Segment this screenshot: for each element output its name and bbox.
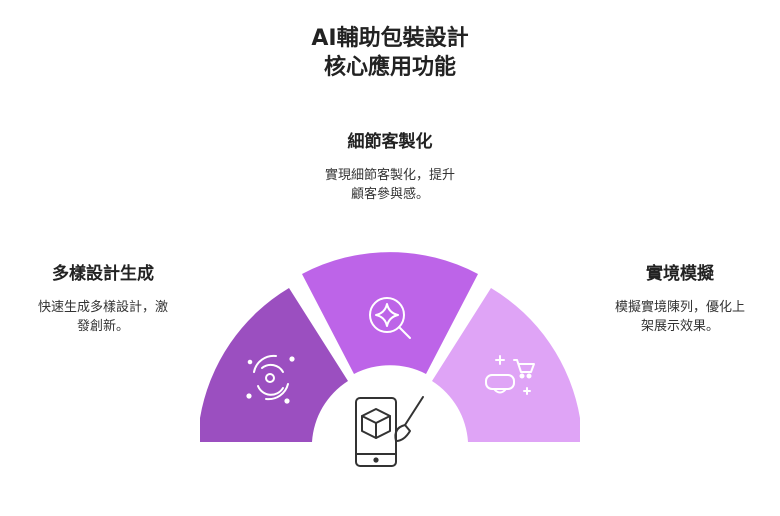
title-line-1: AI輔助包裝設計	[311, 26, 469, 51]
segment-description: 模擬實境陳列，優化上 架展示效果。	[582, 298, 778, 336]
segment-reality-simulation	[432, 288, 580, 442]
segment-label-diverse-generation: 多樣設計生成 快速生成多樣設計，激 發創新。	[8, 262, 198, 336]
galaxy-icon	[246, 354, 295, 404]
vr-shopping-icon	[485, 355, 535, 395]
segment-label-reality-simulation: 實境模擬 模擬實境陳列，優化上 架展示效果。	[582, 262, 778, 336]
segment-description: 實現細節客製化，提升 顧客參與感。	[290, 166, 490, 204]
segment-description-line: 發創新。	[76, 319, 129, 334]
segment-description-line: 架展示效果。	[640, 319, 719, 334]
segment-description-line: 模擬實境陳列，優化上	[614, 300, 745, 315]
segment-detail-customization	[302, 252, 478, 374]
segment-description-line: 顧客參與感。	[350, 187, 429, 202]
segment-heading: 實境模擬	[646, 264, 714, 284]
segment-description-line: 實現細節客製化，提升	[324, 168, 455, 183]
sparkle-search-icon	[369, 297, 411, 339]
segment-description: 快速生成多樣設計，激 發創新。	[8, 298, 198, 336]
page-title: AI輔助包裝設計 核心應用功能	[0, 24, 780, 82]
phone-cube-brush-icon	[355, 396, 424, 467]
segment-label-detail-customization: 細節客製化 實現細節客製化，提升 顧客參與感。	[290, 130, 490, 204]
segment-heading: 多樣設計生成	[52, 264, 154, 284]
segment-heading: 細節客製化	[347, 132, 433, 152]
segment-description-line: 快速生成多樣設計，激	[37, 300, 168, 315]
title-line-2: 核心應用功能	[323, 55, 456, 80]
